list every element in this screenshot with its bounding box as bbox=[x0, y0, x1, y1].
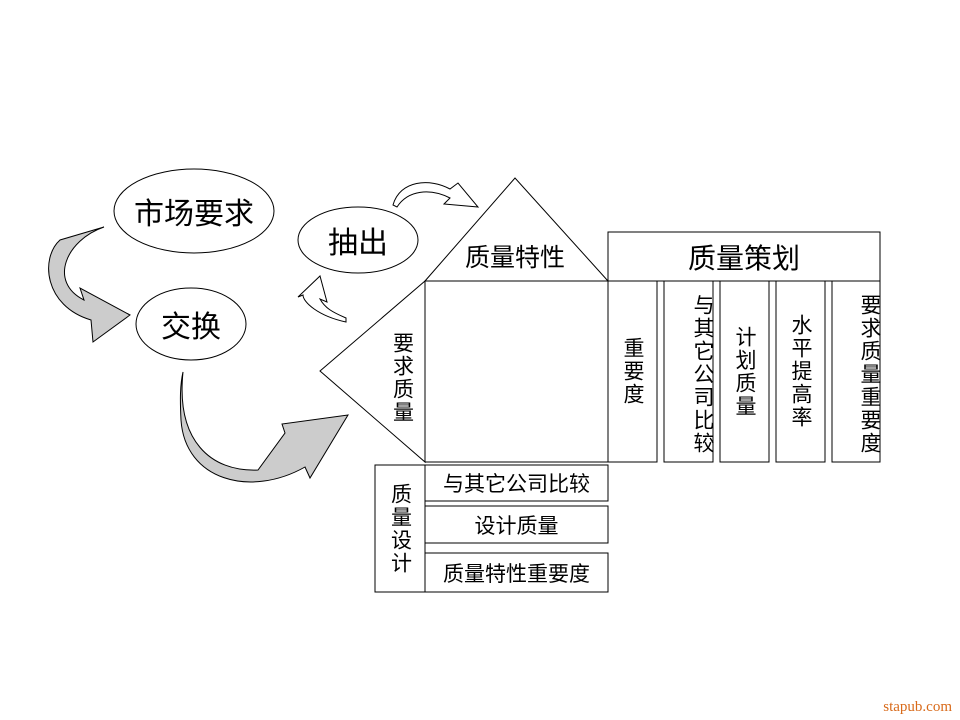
planning-col-1-label: 重要度 bbox=[621, 337, 645, 406]
roof-label: 质量特性 bbox=[464, 243, 565, 272]
exchange-label: 交换 bbox=[161, 310, 221, 345]
planning-col-3-label: 计划质量 bbox=[733, 325, 757, 418]
curved-arrow-exchange-to-house bbox=[179, 371, 349, 483]
relationship-matrix bbox=[424, 280, 609, 463]
curved-arrow-market-to-exchange bbox=[48, 226, 131, 343]
market-requirement-ellipse bbox=[113, 168, 275, 254]
planning-title: 质量策划 bbox=[687, 241, 800, 275]
planning-header-box bbox=[607, 231, 881, 282]
extract-ellipse bbox=[297, 206, 419, 274]
left-wall-label: 要求质量 bbox=[390, 331, 415, 424]
design-row-1-box bbox=[424, 464, 609, 502]
extract-label: 抽出 bbox=[328, 226, 388, 261]
design-row-1-label: 与其它公司比较 bbox=[443, 472, 590, 496]
planning-col-3-box bbox=[719, 280, 770, 463]
design-label: 质量设计 bbox=[388, 482, 413, 575]
design-row-3-box bbox=[424, 552, 609, 593]
planning-col-4-label: 水平提高率 bbox=[789, 314, 813, 429]
watermark: stapub.com bbox=[883, 699, 952, 715]
planning-col-5-box bbox=[831, 280, 881, 463]
curved-arrow-house-to-extract bbox=[297, 275, 347, 323]
planning-col-2-box bbox=[663, 280, 714, 463]
design-row-2-box bbox=[424, 505, 609, 544]
planning-col-2-label: 与其它公司比较 bbox=[691, 294, 715, 455]
planning-col-1-box bbox=[607, 280, 658, 463]
planning-col-5-label: 要求质量重要度 bbox=[858, 294, 882, 455]
design-row-3-label: 质量特性重要度 bbox=[443, 561, 590, 586]
exchange-ellipse bbox=[135, 287, 247, 361]
curved-arrow-extract-to-roof bbox=[392, 182, 480, 208]
design-row-2-label: 设计质量 bbox=[474, 513, 559, 538]
planning-col-4-box bbox=[775, 280, 826, 463]
market-requirement-label: 市场要求 bbox=[134, 197, 254, 232]
design-label-box bbox=[374, 464, 426, 593]
